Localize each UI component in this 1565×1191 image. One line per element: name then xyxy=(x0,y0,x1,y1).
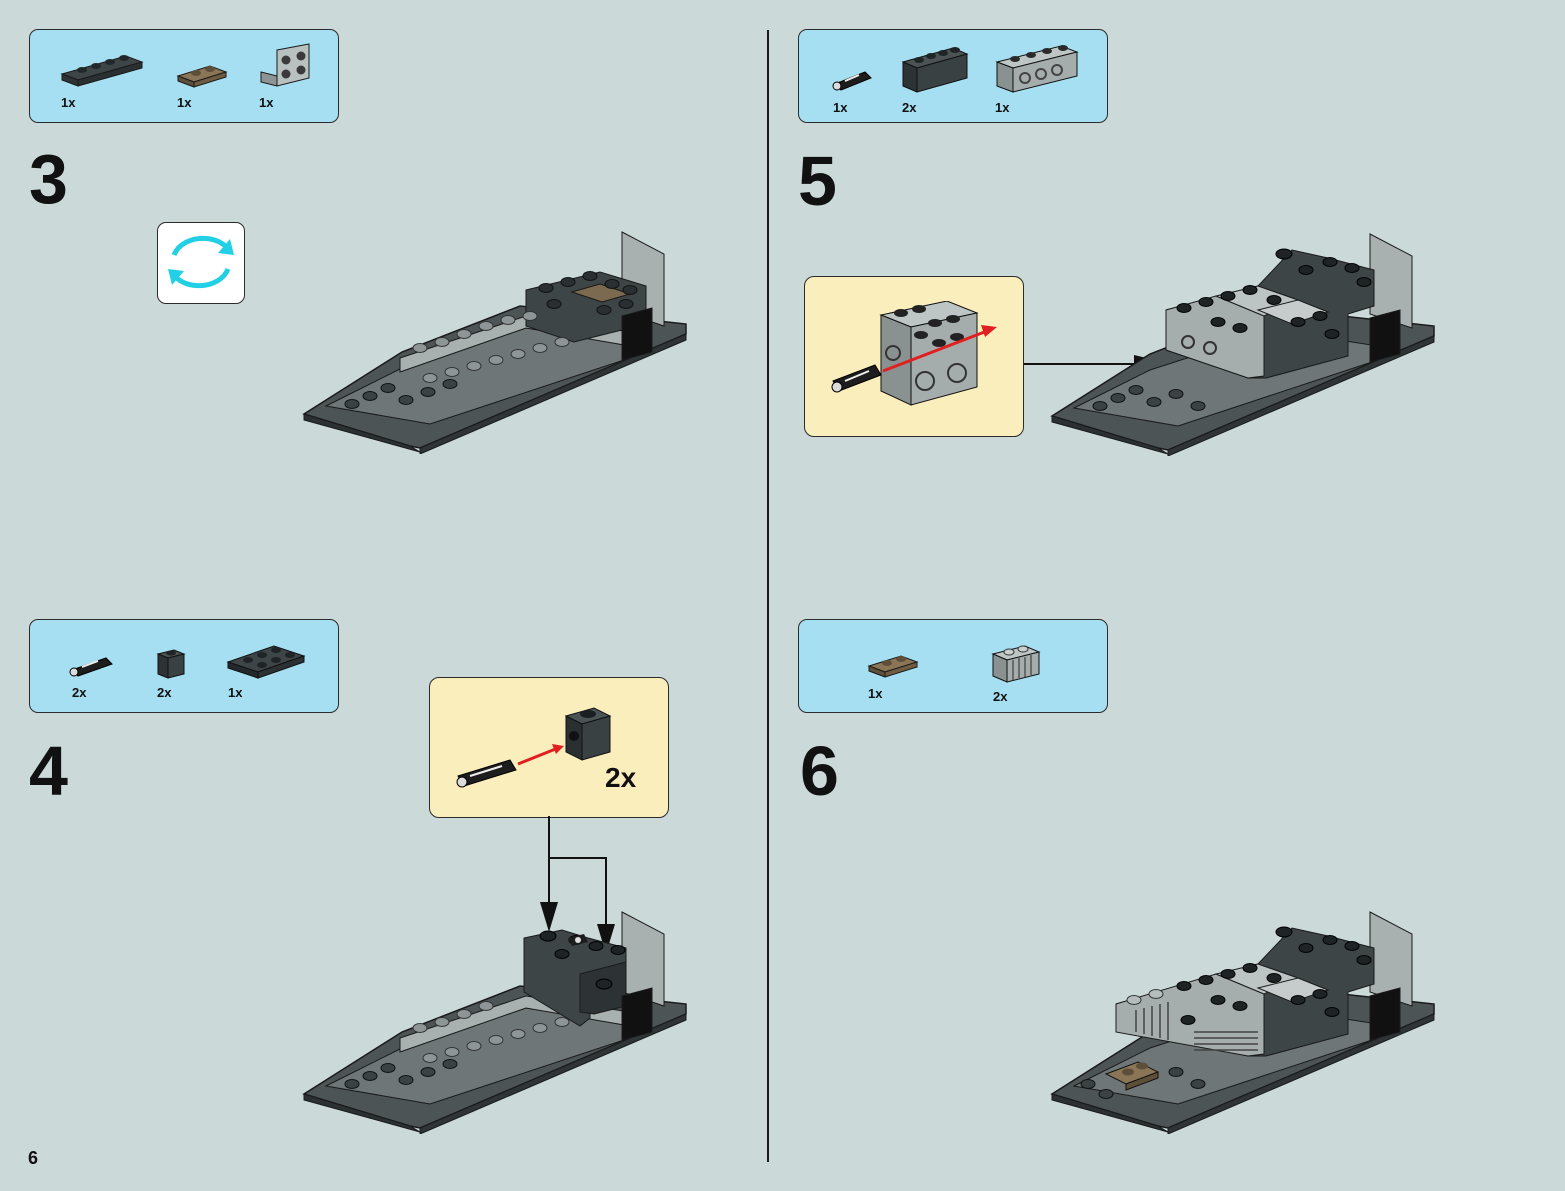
step-number: 6 xyxy=(800,736,839,806)
page-divider xyxy=(767,30,769,1162)
model-step-3 xyxy=(300,228,690,454)
qty-label: 1x xyxy=(259,95,273,110)
qty-label: 2x xyxy=(157,685,171,700)
black-lightsaber-hilt-icon xyxy=(68,656,116,678)
light-grey-grille-brick-icon xyxy=(991,642,1043,686)
tan-plate-1x2-icon xyxy=(867,650,919,678)
qty-label: 1x xyxy=(61,95,75,110)
sub-assembly-callout-step-5 xyxy=(804,276,1024,437)
qty-label: 1x xyxy=(833,100,847,115)
dark-grey-plate-1x4-icon xyxy=(60,48,144,88)
dark-grey-plate-2x3-icon xyxy=(226,640,308,680)
step-number: 3 xyxy=(29,144,68,214)
rotate-model-indicator xyxy=(157,222,245,304)
light-grey-technic-brick-1x4-icon xyxy=(995,40,1081,96)
page-number: 6 xyxy=(28,1148,38,1169)
parts-list-step-5: 1x 2x 1x xyxy=(798,29,1108,123)
hilt-to-brick-diagram xyxy=(454,702,614,794)
rotate-arrows-icon xyxy=(158,223,243,302)
qty-label: 2x xyxy=(993,689,1007,704)
dark-grey-brick-1x1-icon xyxy=(154,646,188,682)
tan-plate-1x2-icon xyxy=(176,60,228,88)
dark-grey-brick-1x4-icon xyxy=(901,44,969,96)
model-step-6 xyxy=(1048,908,1438,1134)
callout-qty-label: 2x xyxy=(605,762,636,794)
qty-label: 2x xyxy=(902,100,916,115)
qty-label: 2x xyxy=(72,685,86,700)
black-lightsaber-hilt-icon xyxy=(831,70,875,92)
parts-list-step-6: 1x 2x xyxy=(798,619,1108,713)
hilt-into-technic-brick-diagram xyxy=(827,301,1007,413)
light-grey-bracket-icon xyxy=(257,42,313,90)
qty-label: 1x xyxy=(177,95,191,110)
model-step-5 xyxy=(1048,230,1438,456)
sub-assembly-callout-step-4: 2x xyxy=(429,677,669,818)
parts-list-step-3: 1x 1x 1x xyxy=(29,29,339,123)
step-number: 4 xyxy=(29,736,68,806)
model-step-4 xyxy=(300,908,690,1134)
parts-list-step-4: 2x 2x 1x xyxy=(29,619,339,713)
qty-label: 1x xyxy=(868,686,882,701)
qty-label: 1x xyxy=(995,100,1009,115)
qty-label: 1x xyxy=(228,685,242,700)
step-number: 5 xyxy=(798,146,837,216)
